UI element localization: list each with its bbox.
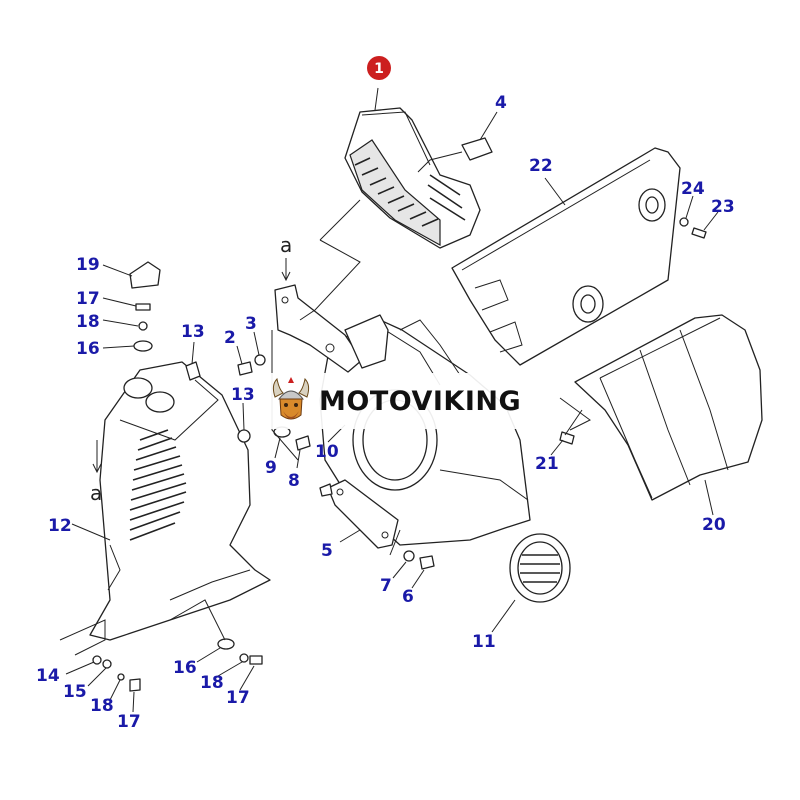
callout-11: 11 [472, 632, 496, 652]
callout-18-top: 18 [76, 312, 100, 332]
callout-20: 20 [702, 515, 726, 535]
callouts: 2 3 4 5 6 7 8 9 10 11 12 13 13 14 15 16 … [36, 93, 735, 732]
callout-24: 24 [681, 179, 705, 199]
callout-17-top: 17 [76, 289, 100, 309]
reference-marker-left: a [90, 481, 102, 505]
cover-20 [574, 314, 763, 501]
callout-10: 10 [315, 442, 339, 462]
viking-helmet-icon [272, 377, 310, 420]
sensor-4 [417, 137, 493, 173]
callout-13-upper: 13 [181, 322, 205, 342]
callout-17-bottom-right: 17 [226, 688, 250, 708]
callout-23: 23 [711, 197, 735, 217]
leader-lines [65, 87, 719, 713]
main-part-label: 1 [374, 61, 384, 77]
callout-16-top: 16 [76, 339, 100, 359]
callout-3: 3 [245, 314, 257, 334]
callout-21: 21 [535, 454, 559, 474]
callout-16-bottom: 16 [173, 658, 197, 678]
panel-22 [451, 147, 681, 366]
callout-8: 8 [288, 471, 300, 491]
callout-15: 15 [63, 682, 87, 702]
callout-7: 7 [380, 576, 392, 596]
callout-17-bottom-left: 17 [117, 712, 141, 732]
fasteners [92, 217, 707, 692]
callout-9: 9 [265, 458, 277, 478]
callout-22: 22 [529, 156, 553, 176]
watermark: MOTOVIKING [263, 373, 536, 429]
callout-12: 12 [48, 516, 72, 536]
callout-19: 19 [76, 255, 100, 275]
clip-19 [129, 261, 161, 289]
callout-13-lower: 13 [231, 385, 255, 405]
bracket-5 [327, 479, 399, 549]
reference-marker-top: a [280, 233, 292, 257]
callout-18-bottom-right: 18 [200, 673, 224, 693]
vent-11 [509, 533, 571, 603]
callout-5: 5 [321, 541, 333, 561]
callout-14: 14 [36, 666, 60, 686]
mount-bracket [274, 284, 389, 373]
reference-lines [59, 199, 591, 656]
callout-6: 6 [402, 587, 414, 607]
callout-2: 2 [224, 328, 236, 348]
callout-4: 4 [495, 93, 507, 113]
main-part-badge: 1 [367, 56, 391, 80]
cover-12 [89, 361, 271, 641]
main-part-badge-circle [367, 56, 391, 80]
heater-unit-1 [344, 107, 481, 249]
brand-name: MOTOVIKING [319, 385, 522, 417]
callout-18-bottom-left: 18 [90, 696, 114, 716]
